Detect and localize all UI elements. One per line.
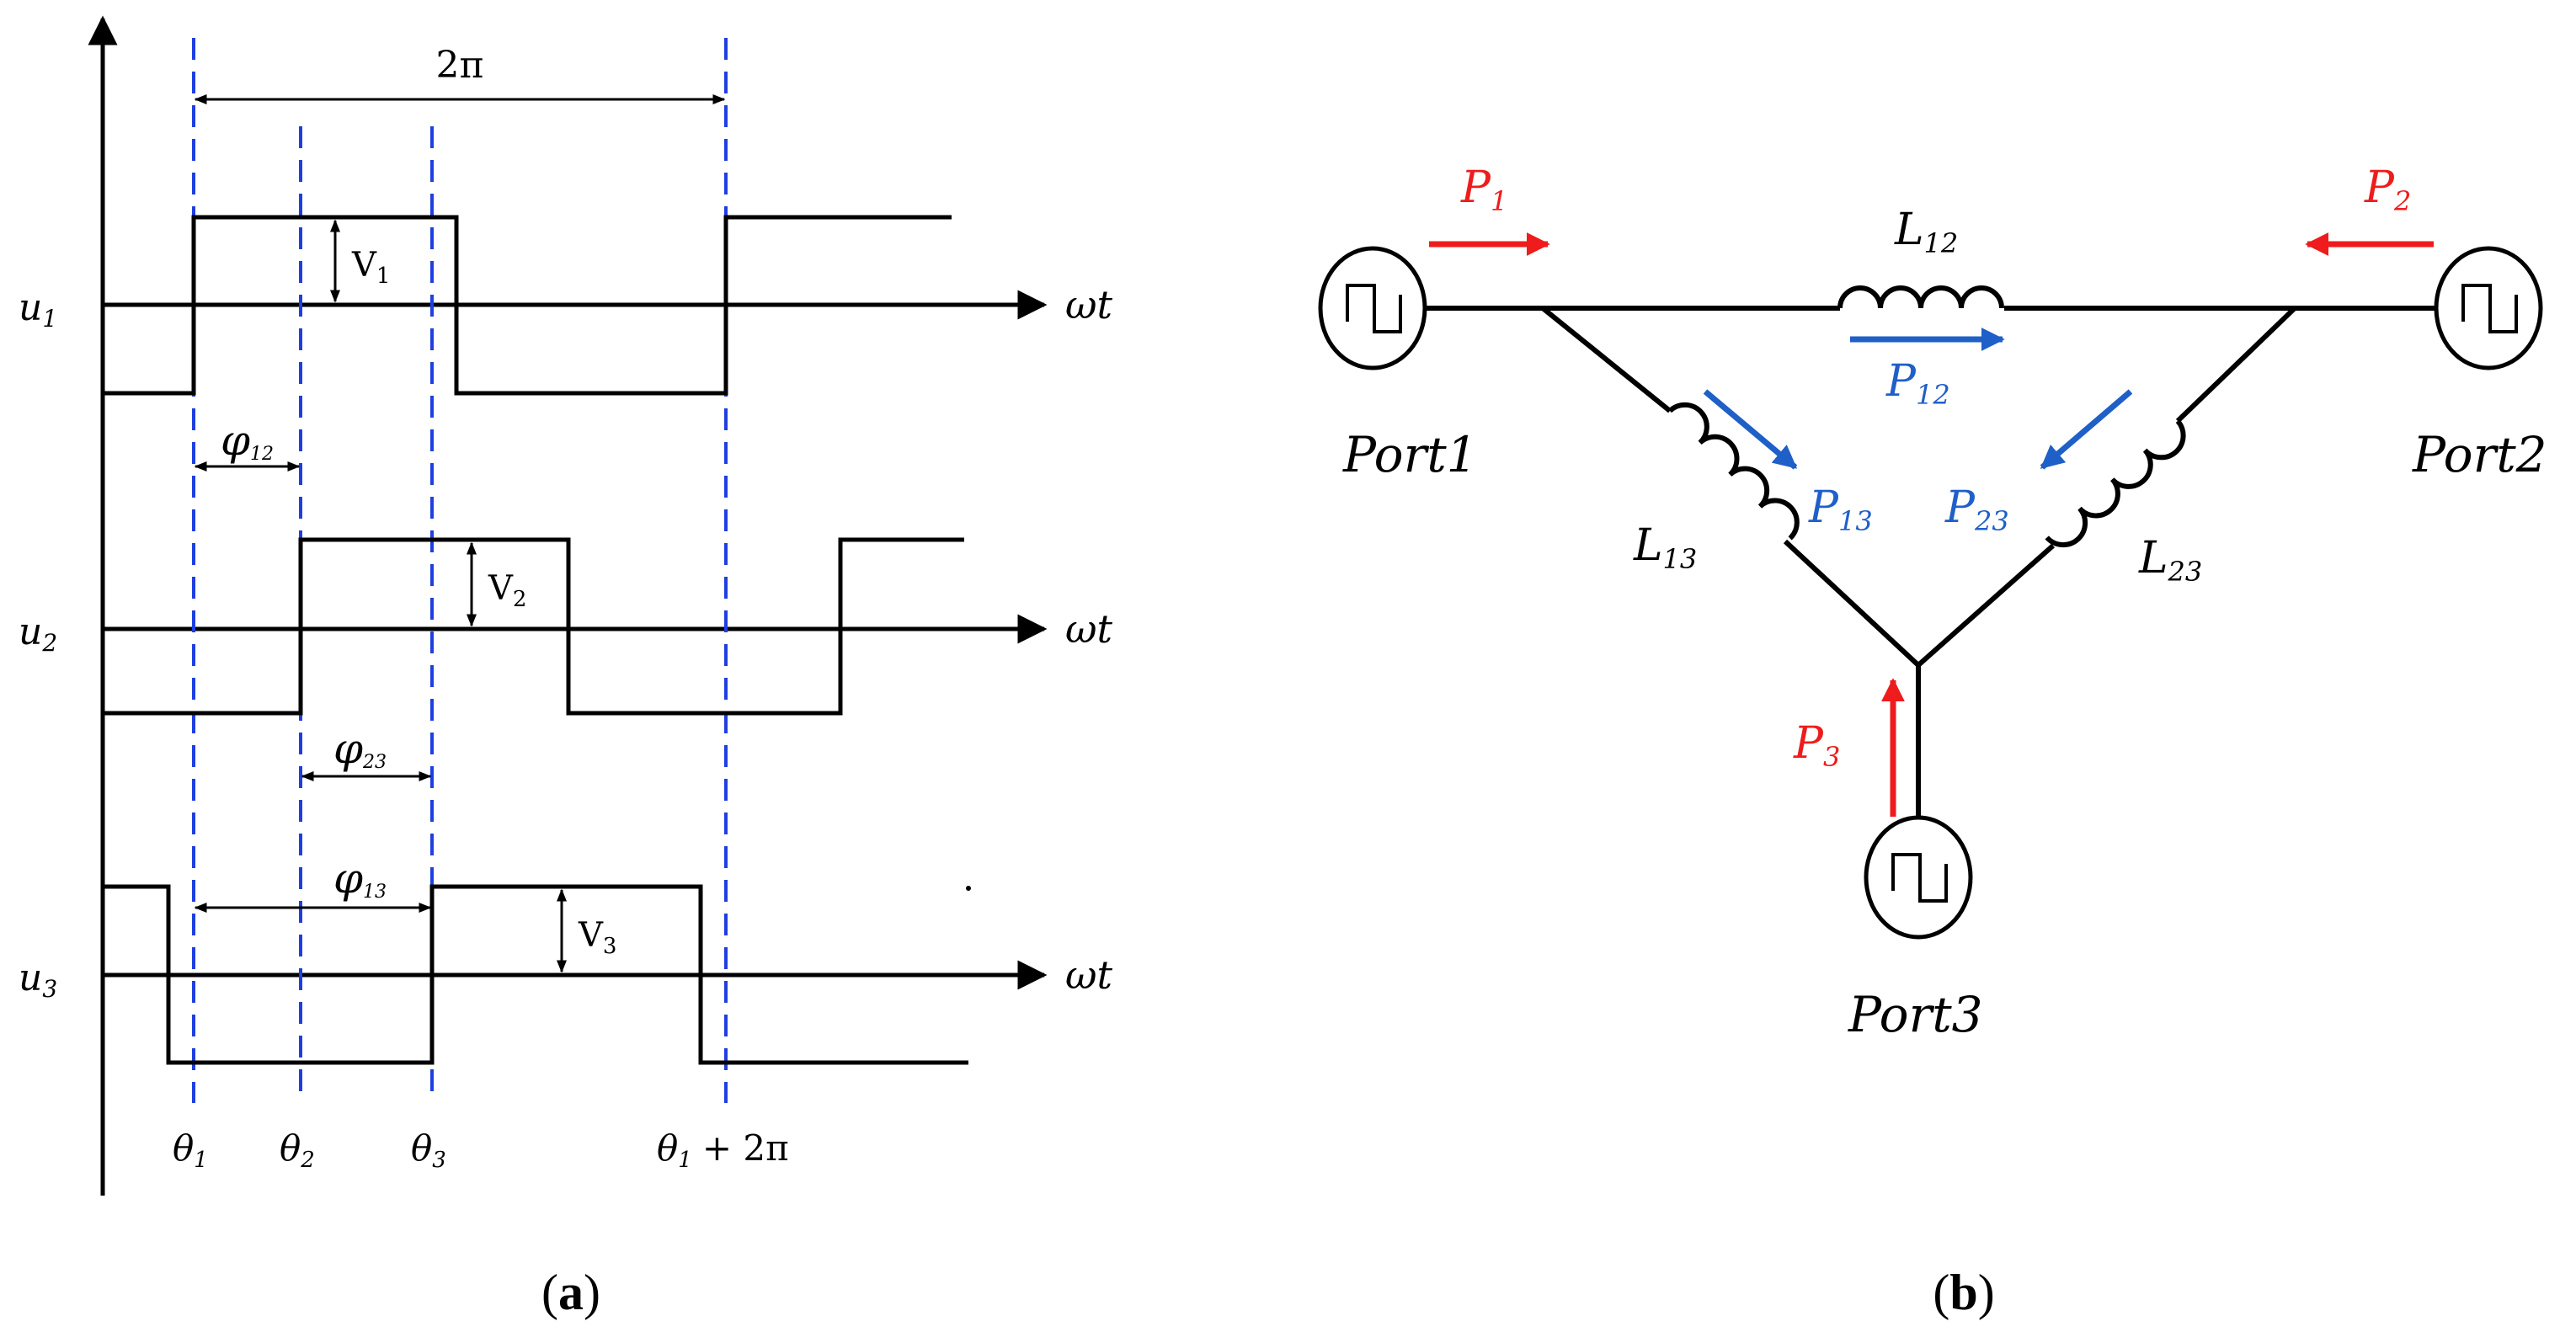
panel-b-circuit: P1 P2 P3 P12 P13 P23 L12 L13 L23 Port1 P… [1318, 163, 2547, 1320]
dashed-guides [192, 38, 728, 1103]
u1-waveform [103, 215, 952, 396]
u1-label: u1 [19, 286, 57, 333]
period-label: 2π [436, 44, 484, 87]
p23-arrow [2040, 389, 2133, 470]
phi23-label: φ23 [333, 724, 387, 773]
port1-label: Port1 [1342, 426, 1478, 483]
p23-label: P23 [1944, 482, 2009, 537]
theta3-label: θ3 [411, 1127, 446, 1173]
v2-label: V2 [488, 569, 526, 612]
caption-b: (b) [1933, 1265, 1994, 1320]
l13-label: L13 [1633, 520, 1697, 575]
v3-label: V3 [578, 916, 616, 959]
p13-arrow [1703, 389, 1798, 470]
circuit-wires [1425, 306, 2436, 827]
inductor-l12 [1837, 285, 2004, 309]
theta2-label: θ2 [280, 1127, 315, 1173]
port1-source [1318, 246, 1427, 370]
u2-label: u2 [19, 610, 57, 657]
p3-label: P3 [1793, 718, 1840, 773]
phi13-label: φ13 [333, 854, 387, 903]
port2-source [2434, 246, 2543, 370]
phi12-label: φ12 [221, 416, 274, 465]
stray-dot [966, 886, 971, 891]
u2-waveform [103, 537, 964, 716]
u2-axis-label: ωt [1065, 606, 1113, 652]
inductor-l13 [1667, 402, 1800, 541]
u3-label: u3 [19, 956, 57, 1003]
p13-label: P13 [1808, 482, 1873, 537]
p12-label: P12 [1885, 356, 1950, 411]
theta1-label: θ1 [173, 1127, 208, 1173]
p1-label: P1 [1460, 163, 1507, 217]
port2-label: Port2 [2412, 426, 2547, 483]
u3-axis-label: ωt [1065, 952, 1113, 998]
l12-label: L12 [1894, 205, 1958, 259]
panel-a-waveforms: 2π u1 u2 u3 ωt ωt ωt V1 V2 V3 φ12 φ23 φ1… [19, 15, 1113, 1320]
p2-label: P2 [2364, 163, 2411, 217]
theta1-plus-2pi-label: θ1+ 2π [657, 1127, 789, 1173]
caption-a: (a) [541, 1265, 600, 1320]
u3-waveform [103, 884, 968, 1065]
u1-axis-label: ωt [1065, 282, 1113, 328]
port3-label: Port3 [1848, 986, 1983, 1043]
port3-source [1864, 815, 1973, 940]
l23-label: L23 [2138, 533, 2202, 588]
v1-label: V1 [351, 246, 390, 289]
